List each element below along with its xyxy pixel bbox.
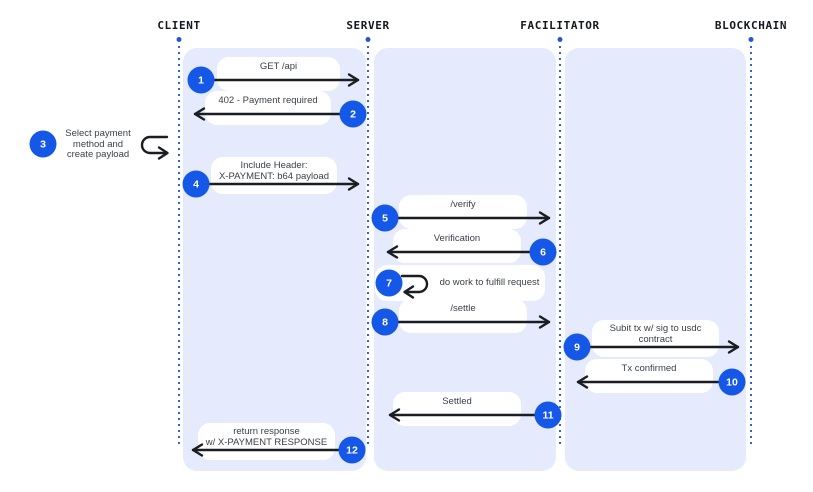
message-text: Subit tx w/ sig to usdc contract — [609, 323, 702, 345]
arrow-left — [576, 375, 736, 389]
step-badge: 4 — [182, 170, 210, 198]
step-badge: 9 — [563, 333, 591, 361]
arrow-right — [195, 177, 360, 191]
lifeline-blockchain — [750, 46, 752, 446]
step-badge: 8 — [371, 308, 399, 336]
step-badge: 11 — [534, 401, 562, 429]
lifeline-client — [178, 46, 180, 446]
actor-label-client: CLIENT — [157, 19, 201, 32]
message-bubble — [393, 229, 521, 263]
message-bubble — [211, 157, 337, 194]
arrow-left — [388, 408, 552, 422]
message-bubble — [399, 195, 527, 229]
arrow-right — [384, 211, 551, 225]
message-bubble — [393, 392, 521, 426]
message-text: Tx confirmed — [621, 363, 677, 374]
step-badge: 5 — [371, 204, 399, 232]
arrow-right — [576, 340, 740, 354]
step-badge: 7 — [375, 269, 403, 297]
message-bubble — [375, 265, 545, 301]
message-text: /verify — [450, 199, 476, 210]
lifeline-facilitator — [559, 46, 561, 446]
message-text: Settled — [442, 396, 472, 407]
actor-label-server: SERVER — [346, 19, 390, 32]
arrow-left — [386, 245, 547, 259]
message-text: Select payment method and create payload — [65, 128, 131, 160]
lifeline-dot-server — [365, 37, 371, 42]
message-text: return response w/ X-PAYMENT RESPONSE — [205, 426, 328, 448]
step-badge: 1 — [187, 66, 215, 94]
message-text: Verification — [433, 233, 481, 244]
actor-label-facilitator: FACILITATOR — [520, 19, 600, 32]
arrow-left — [193, 107, 354, 121]
step-badge: 10 — [718, 368, 746, 396]
self-loop-icon — [400, 274, 429, 299]
message-bubble — [585, 359, 713, 393]
message-bubble — [205, 91, 331, 125]
arrow-right — [200, 73, 360, 87]
arrow-right — [384, 315, 551, 329]
message-text: 402 - Payment required — [218, 95, 318, 106]
step-badge: 6 — [529, 238, 557, 266]
message-text: do work to fulfill request — [439, 277, 540, 288]
step-badge: 2 — [339, 100, 367, 128]
lifeline-server — [367, 46, 369, 446]
message-bubble — [399, 299, 527, 333]
step-badge: 3 — [29, 130, 57, 158]
actor-label-blockchain: BLOCKCHAIN — [714, 19, 788, 32]
message-text: GET /api — [259, 61, 298, 72]
message-text: /settle — [450, 303, 476, 314]
message-bubble — [198, 423, 335, 460]
self-loop-icon — [140, 135, 169, 160]
message-bubble — [217, 57, 340, 91]
step-badge: 12 — [338, 436, 366, 464]
lifeline-dot-blockchain — [748, 37, 754, 42]
lifeline-dot-client — [176, 37, 182, 42]
message-bubble — [592, 320, 719, 357]
message-text: Include Header: X-PAYMENT: b64 payload — [218, 160, 329, 182]
panel-facilitator-blockchain — [565, 48, 746, 471]
lifeline-dot-facilitator — [557, 37, 563, 42]
arrow-left — [191, 443, 356, 457]
